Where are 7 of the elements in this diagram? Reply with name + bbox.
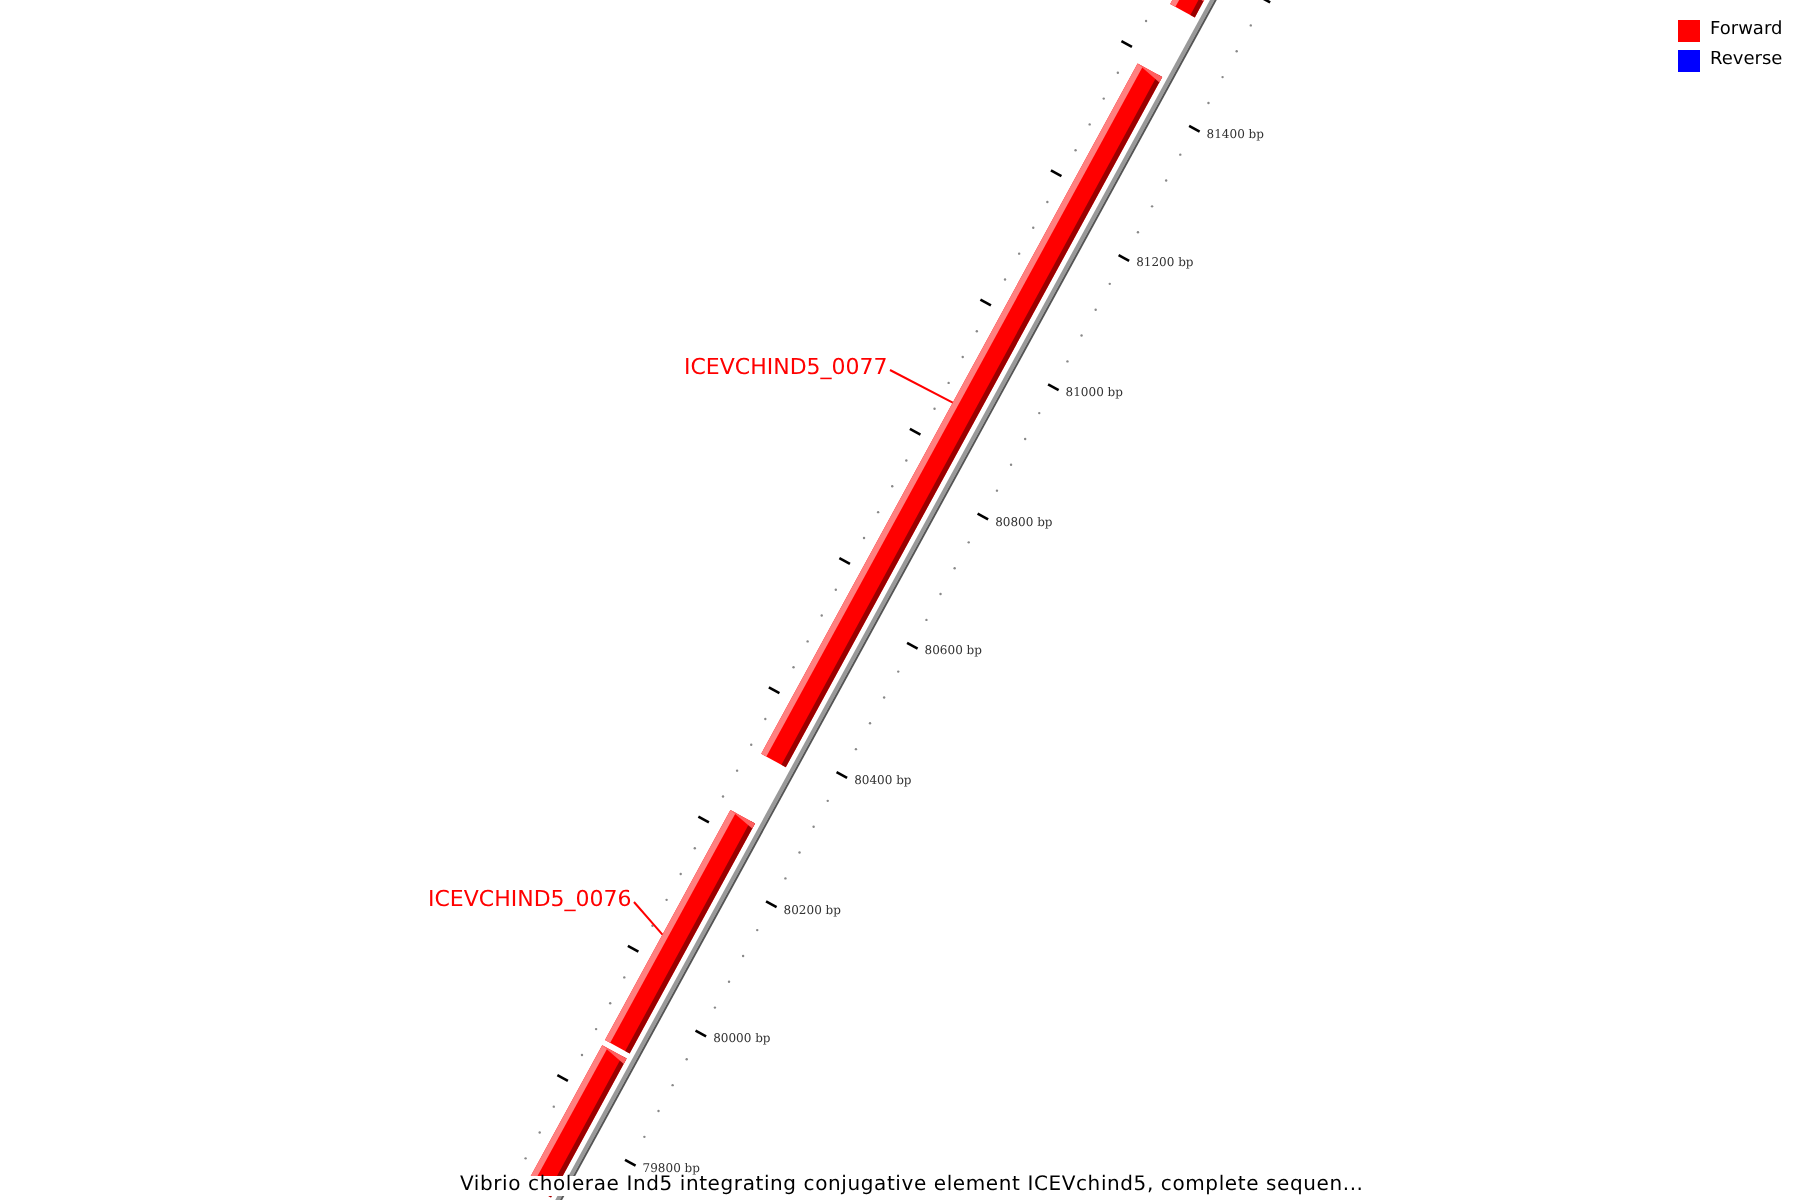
leader-line <box>633 901 664 936</box>
leader-line <box>889 369 954 404</box>
legend-label: Forward <box>1710 22 1783 40</box>
gene-bar <box>1170 0 1207 18</box>
legend-label: Reverse <box>1710 52 1783 70</box>
gene-label: ICEVCHIND5_0076 <box>428 887 632 909</box>
gene-label: ICEVCHIND5_0077 <box>684 355 888 377</box>
